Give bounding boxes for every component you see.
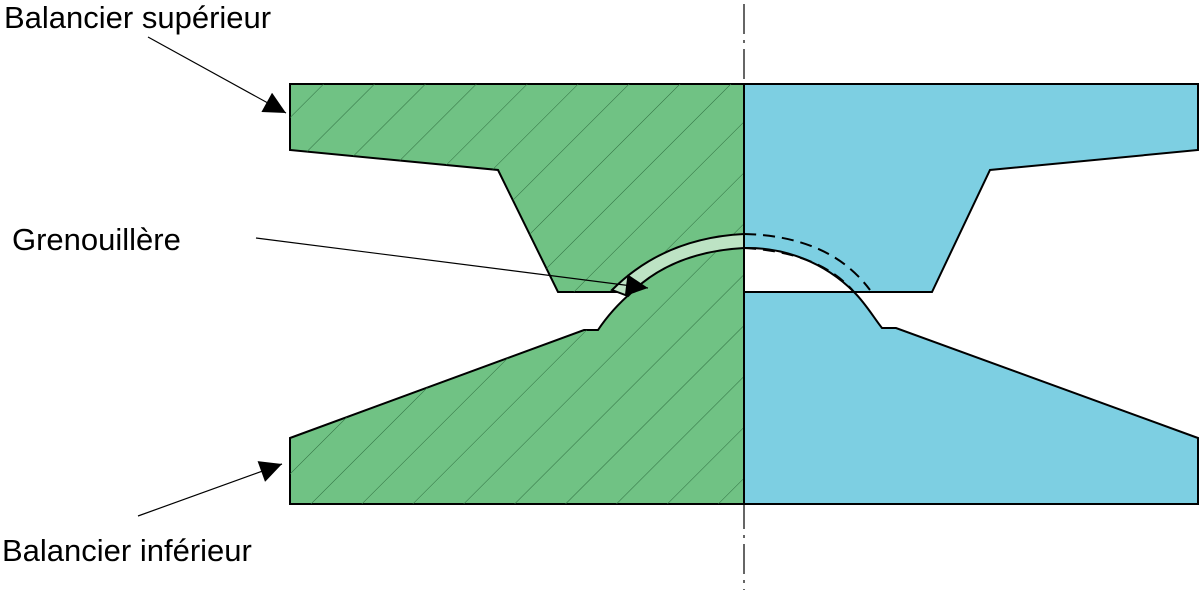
upper-rocker-section-hatching [290,84,744,292]
upper-rocker-elevation [743,83,1199,293]
knuckle-hidden-edge-outer [743,233,871,291]
lower-rocker-leader [137,461,283,517]
knuckle-leader [255,237,649,297]
upper-rocker-label: Balancier supérieur [4,0,271,35]
lower-rocker-label: Balancier inférieur [2,533,252,568]
knuckle-hidden-edge-inner [743,247,855,293]
lower-rocker-elevation [743,291,1199,505]
upper-rocker-leader [147,36,287,114]
lower-rocker-section-hatching [290,247,744,504]
knuckle-label: Grenouillère [12,222,181,257]
